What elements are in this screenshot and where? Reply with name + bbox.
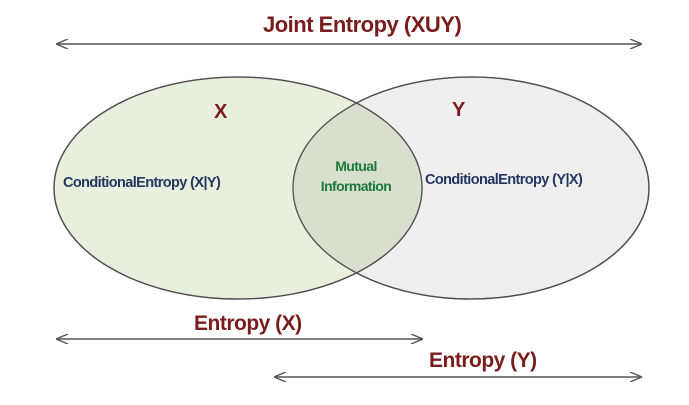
- entropy-x-label: Entropy (X): [194, 312, 302, 335]
- mutual-information-line-1: Mutual: [335, 158, 377, 174]
- set-y-label: Y: [452, 99, 466, 121]
- entropy-y-label: Entropy (Y): [429, 349, 537, 372]
- mutual-information-label: Mutual Information: [300, 156, 412, 196]
- mutual-information-line-2: Information: [320, 178, 392, 194]
- set-x-outline: [53, 76, 423, 300]
- set-y-outline: [292, 76, 650, 300]
- overlap-region: [293, 77, 422, 299]
- set-x-label: X: [214, 101, 228, 123]
- joint-entropy-label: Joint Entropy (XUY): [263, 12, 462, 37]
- conditional-entropy-x-given-y: ConditionalEntropy (X|Y): [63, 175, 221, 191]
- conditional-entropy-y-given-x: ConditionalEntropy (Y|X): [425, 172, 583, 188]
